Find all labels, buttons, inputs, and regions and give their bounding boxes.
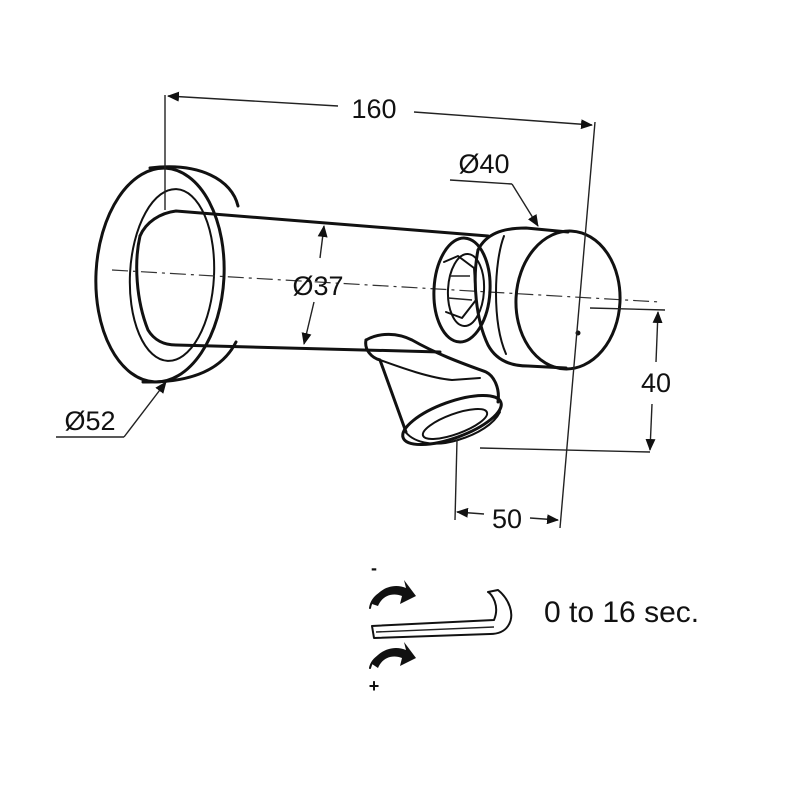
dim-spout-offset	[454, 439, 559, 525]
increase-sign: +	[369, 676, 380, 696]
dim-knob-diameter	[449, 179, 539, 227]
dim-height	[479, 307, 666, 453]
body-tube	[111, 209, 661, 354]
timer-range-label: 0 to 16 sec.	[544, 596, 699, 629]
dim-label-d37: Ø37	[292, 271, 343, 301]
push-knob	[473, 226, 622, 371]
dim-overall-length	[164, 91, 596, 529]
collar-nut	[432, 236, 492, 344]
hex-key-icon	[371, 589, 513, 639]
decrease-sign: -	[371, 558, 377, 578]
dim-body-diameter	[301, 225, 328, 345]
center-axis	[111, 269, 661, 303]
dim-label-d52: Ø52	[64, 406, 115, 436]
spout	[364, 332, 503, 447]
dim-label-160: 160	[351, 94, 396, 124]
rotate-arrow-icon	[369, 580, 416, 669]
dim-label-40: 40	[641, 368, 671, 398]
wall-flange	[94, 165, 240, 384]
dim-flange-diameter	[56, 381, 167, 438]
dim-label-d40: Ø40	[458, 149, 509, 179]
dim-label-50: 50	[492, 504, 522, 534]
